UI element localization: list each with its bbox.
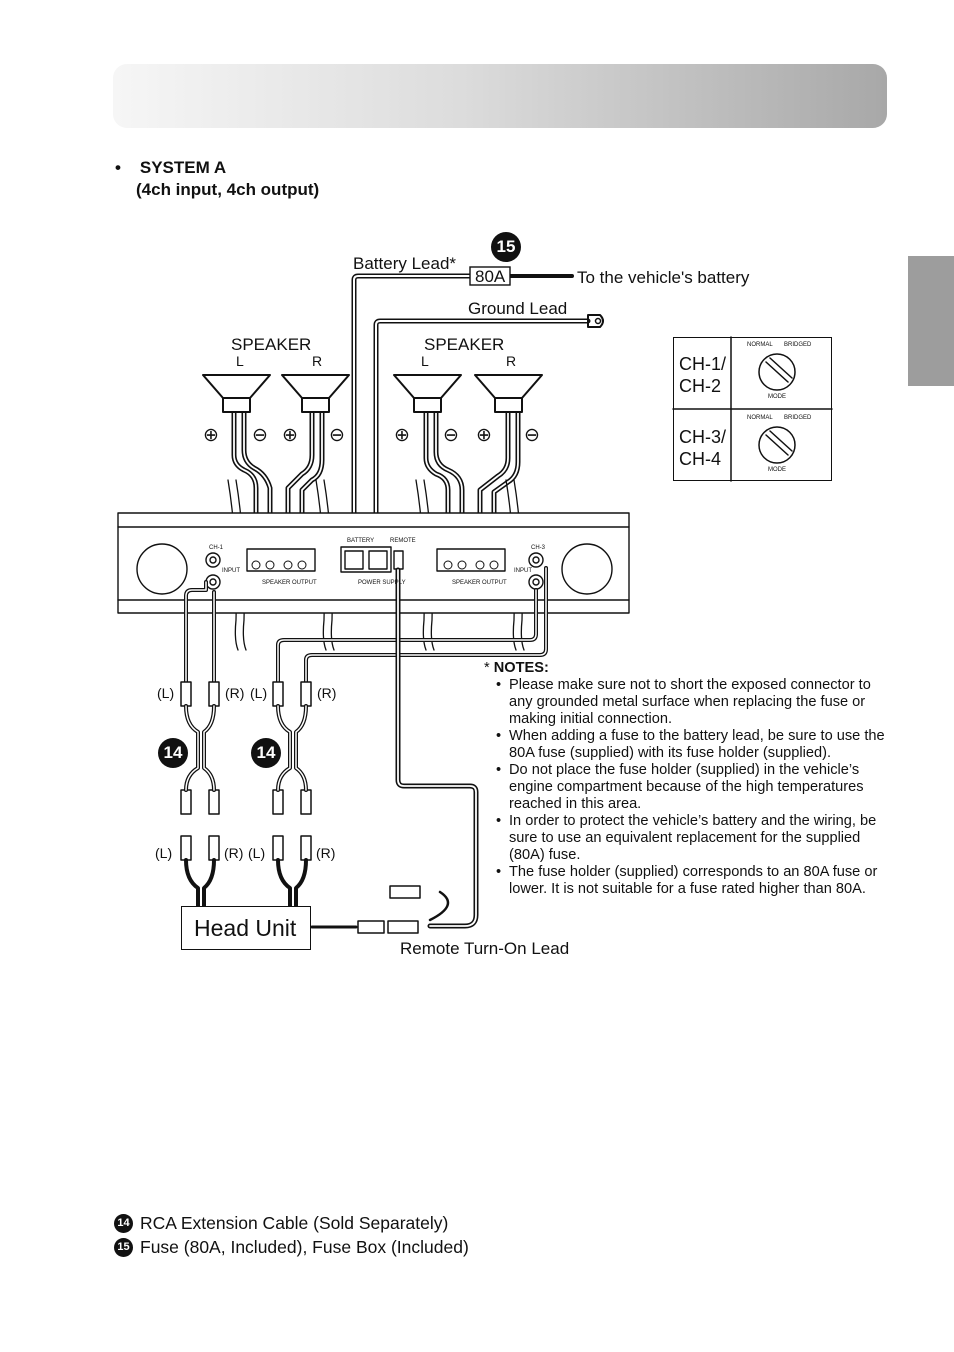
terminal-screws (251, 560, 499, 570)
mode-label: MODE (768, 394, 786, 400)
rca-label-L: (L) (157, 685, 175, 701)
to-battery-label: To the vehicle's battery (577, 268, 750, 287)
minus-terminal-icon: ⊖ (329, 425, 345, 446)
amp-ch1-label: CH-1 (209, 545, 224, 551)
side-tab (908, 256, 954, 386)
mode-bridged-label: BRIDGED (784, 415, 812, 421)
speaker-left-L: L (236, 353, 244, 369)
speaker-label-left: SPEAKER (231, 335, 312, 354)
minus-terminal-icon: ⊖ (443, 425, 459, 446)
system-name: SYSTEM A (139, 158, 227, 177)
rca-label-R: (R) (225, 685, 245, 701)
legend-badge: 14 (114, 1213, 133, 1233)
rca-plugs (180, 681, 312, 861)
mode-switch-ch12-label: CH-1/ CH-2 (679, 353, 726, 397)
rca-label-L: (L) (248, 845, 266, 861)
plus-terminal-icon: ⊕ (476, 425, 492, 446)
plus-terminal-icon: ⊕ (282, 425, 298, 446)
mode-switch-panel (673, 337, 832, 481)
remote-lead-label: Remote Turn-On Lead (400, 939, 570, 958)
rca-cables-inner (185, 567, 547, 683)
mode-normal-label: NORMAL (747, 342, 773, 348)
rca-label-L: (L) (155, 845, 173, 861)
minus-terminal-icon: ⊖ (524, 425, 540, 446)
mode-bridged-label: BRIDGED (784, 342, 812, 348)
fuse-value-label: 80A (475, 267, 506, 286)
rca-callout-badge-2: 14 (251, 738, 281, 768)
fuse-box (469, 266, 511, 286)
amp-speaker-output-2: SPEAKER OUTPUT (452, 580, 507, 586)
ground-lead-wire (373, 314, 604, 548)
legend-row: 14 RCA Extension Cable (Sold Separately) (114, 1211, 469, 1235)
mode-switch-ch34-label: CH-3/ CH-4 (679, 426, 726, 470)
mode-normal-label: NORMAL (747, 415, 773, 421)
amp-input-label-2: INPUT (514, 568, 532, 574)
ch12-line1: CH-1/ (679, 354, 727, 374)
notes-heading: * NOTES: (484, 660, 894, 677)
legend: 14 RCA Extension Cable (Sold Separately)… (114, 1211, 469, 1259)
head-unit: Head Unit (181, 906, 311, 950)
rca-label-L: (L) (250, 685, 268, 701)
legend-row: 15 Fuse (80A, Included), Fuse Box (Inclu… (114, 1235, 469, 1259)
battery-lead-wire (351, 273, 574, 548)
amp-speaker-output-1: SPEAKER OUTPUT (262, 580, 317, 586)
notes-section: * NOTES: Please make sure not to short t… (484, 660, 894, 898)
note-item: When adding a fuse to the battery lead, … (496, 728, 894, 762)
note-item: Do not place the fuse holder (supplied) … (496, 762, 894, 813)
ch34-line1: CH-3/ (679, 427, 727, 447)
amplifier (117, 512, 630, 614)
speaker-right-R: R (506, 353, 517, 369)
plus-terminal-icon: ⊕ (394, 425, 410, 446)
notes-title: NOTES: (493, 660, 549, 676)
speaker-wires-inner (233, 411, 519, 546)
speakers (202, 374, 543, 413)
minus-terminal-icon: ⊖ (252, 425, 268, 446)
system-subtitle: (4ch input, 4ch output) (136, 180, 320, 199)
legend-text: Fuse (80A, Included), Fuse Box (Included… (140, 1237, 469, 1257)
battery-lead-asterisk: * (449, 254, 457, 273)
rca-label-R: (R) (224, 845, 244, 861)
ground-lead-label: Ground Lead (468, 299, 568, 318)
amp-remote-label: REMOTE (390, 538, 416, 544)
battery-lead-text: Battery Lead (353, 254, 450, 273)
battery-lead-label: Battery Lead* (353, 254, 456, 274)
amp-ch3-label: CH-3 (531, 545, 546, 551)
legend-badge: 15 (114, 1237, 133, 1257)
ch34-line2: CH-4 (679, 449, 722, 469)
mode-label: MODE (768, 467, 786, 473)
plus-terminal-icon: ⊕ (203, 425, 219, 446)
remote-lead-wire (310, 567, 479, 934)
mode-switch-dials (672, 336, 833, 482)
speaker-left-R: R (312, 353, 323, 369)
ch12-line2: CH-2 (679, 376, 722, 396)
note-item: The fuse holder (supplied) corresponds t… (496, 864, 894, 898)
rca-label-R: (R) (317, 685, 337, 701)
fuse-callout-badge: 15 (491, 232, 521, 262)
header-bar (113, 64, 887, 128)
note-item: In order to protect the vehicle’s batter… (496, 813, 894, 864)
legend-text: RCA Extension Cable (Sold Separately) (140, 1213, 449, 1233)
speaker-right-L: L (421, 353, 429, 369)
system-title: • SYSTEM A (4ch input, 4ch output) (115, 158, 320, 199)
notes-asterisk: * (484, 660, 490, 676)
amp-power-supply: POWER SUPPLY (358, 580, 406, 586)
amp-battery-label: BATTERY (347, 538, 375, 544)
amp-input-label-1: INPUT (222, 568, 240, 574)
notes-list: Please make sure not to short the expose… (484, 677, 894, 898)
note-item: Please make sure not to short the expose… (496, 677, 894, 728)
rca-callout-badge-1: 14 (158, 738, 188, 768)
speaker-label-right: SPEAKER (424, 335, 505, 354)
rca-extension-cables-inner (185, 705, 307, 791)
rca-label-R: (R) (316, 845, 336, 861)
